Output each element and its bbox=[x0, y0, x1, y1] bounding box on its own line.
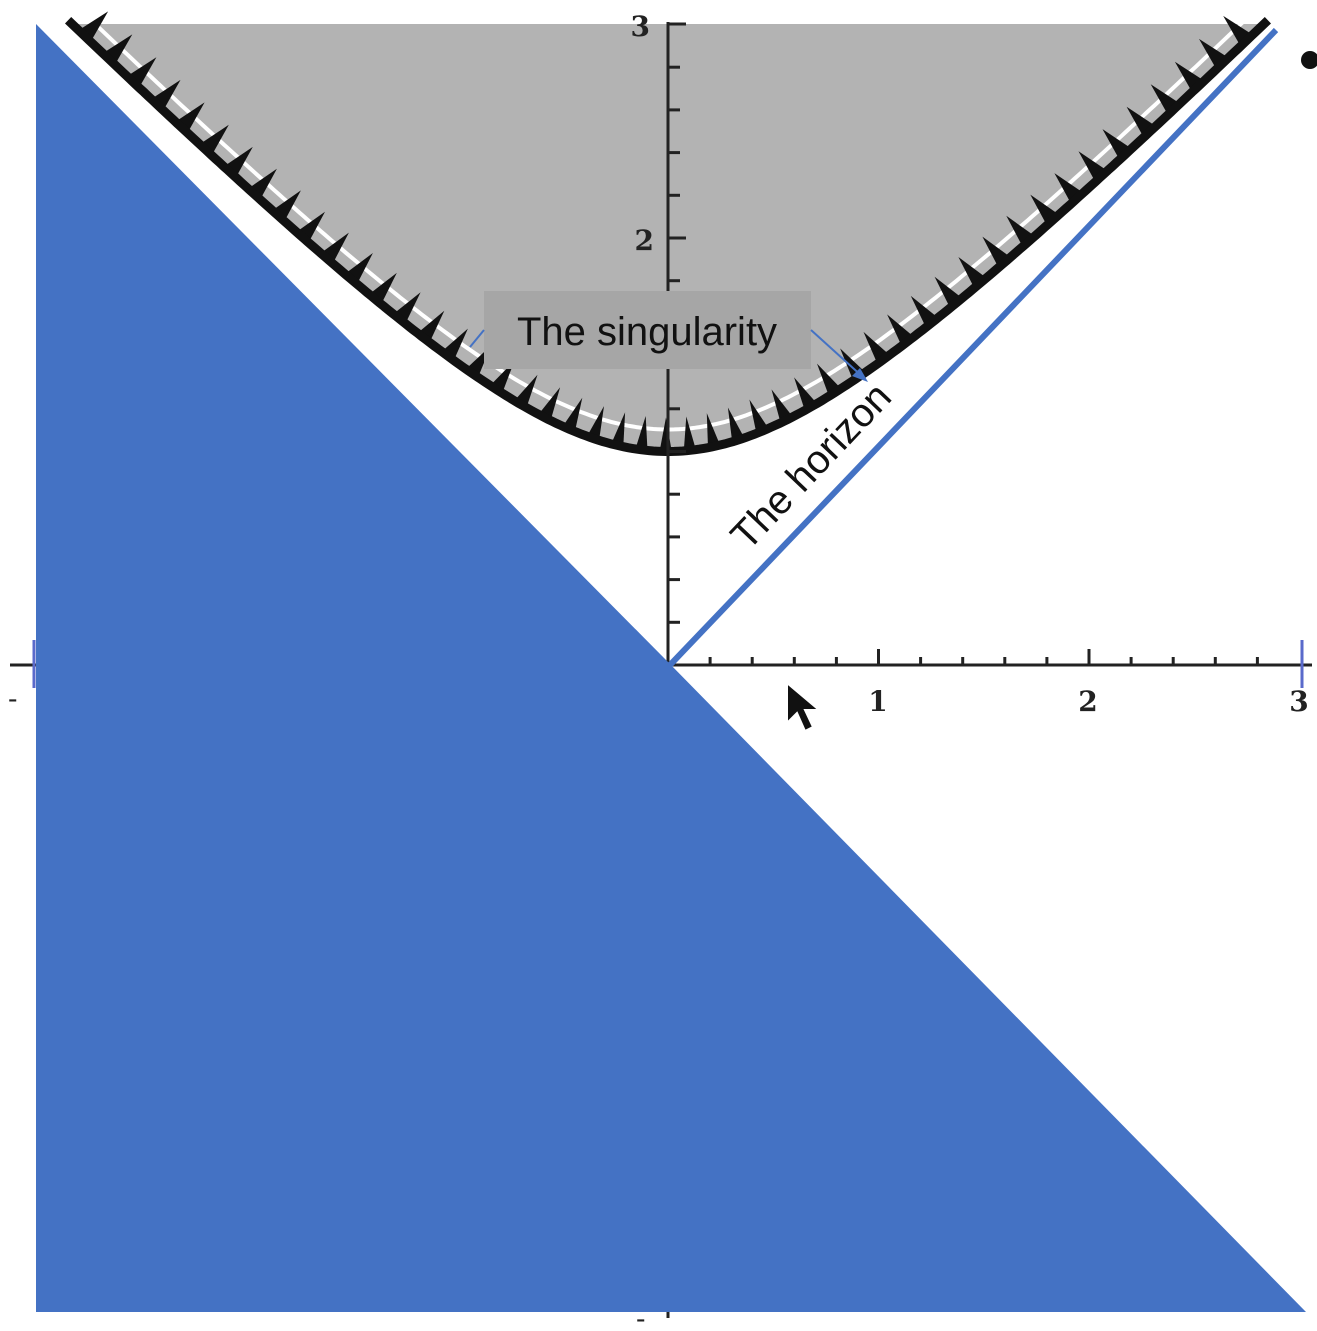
y-tick-label-3: 3 bbox=[631, 10, 650, 43]
x-tick-label-3: 3 bbox=[1289, 685, 1308, 718]
arrowhead-icon bbox=[852, 368, 868, 382]
singularity-spike bbox=[611, 412, 626, 447]
singularity-label: The singularity bbox=[517, 310, 777, 354]
singularity-callout-leader-right bbox=[810, 329, 865, 379]
singularity-spike bbox=[587, 406, 604, 441]
singularity-spike bbox=[749, 399, 769, 434]
edge-fragment-left: - bbox=[8, 682, 17, 715]
singularity-spike bbox=[562, 397, 583, 432]
blue-region bbox=[36, 24, 1306, 1312]
singularity-callout-leader-left bbox=[469, 329, 485, 348]
singularity-callout-box bbox=[484, 291, 811, 369]
x-tick-label-2: 2 bbox=[1078, 685, 1097, 718]
singularity-spike bbox=[706, 413, 721, 448]
horizon-line bbox=[667, 27, 1279, 668]
singularity-spike bbox=[771, 389, 793, 423]
singularity-callout: The singularity bbox=[469, 291, 868, 382]
x-tick-label-1: 1 bbox=[868, 685, 887, 718]
bullet-dot-icon bbox=[1301, 51, 1317, 69]
mouse-pointer-icon bbox=[786, 680, 822, 733]
edge-fragment-bottom: - bbox=[636, 1302, 645, 1331]
singularity-spike bbox=[683, 416, 696, 451]
singularity-spike bbox=[727, 407, 745, 442]
singularity-spike bbox=[635, 416, 648, 451]
y-tick-label-2: 2 bbox=[635, 224, 654, 257]
